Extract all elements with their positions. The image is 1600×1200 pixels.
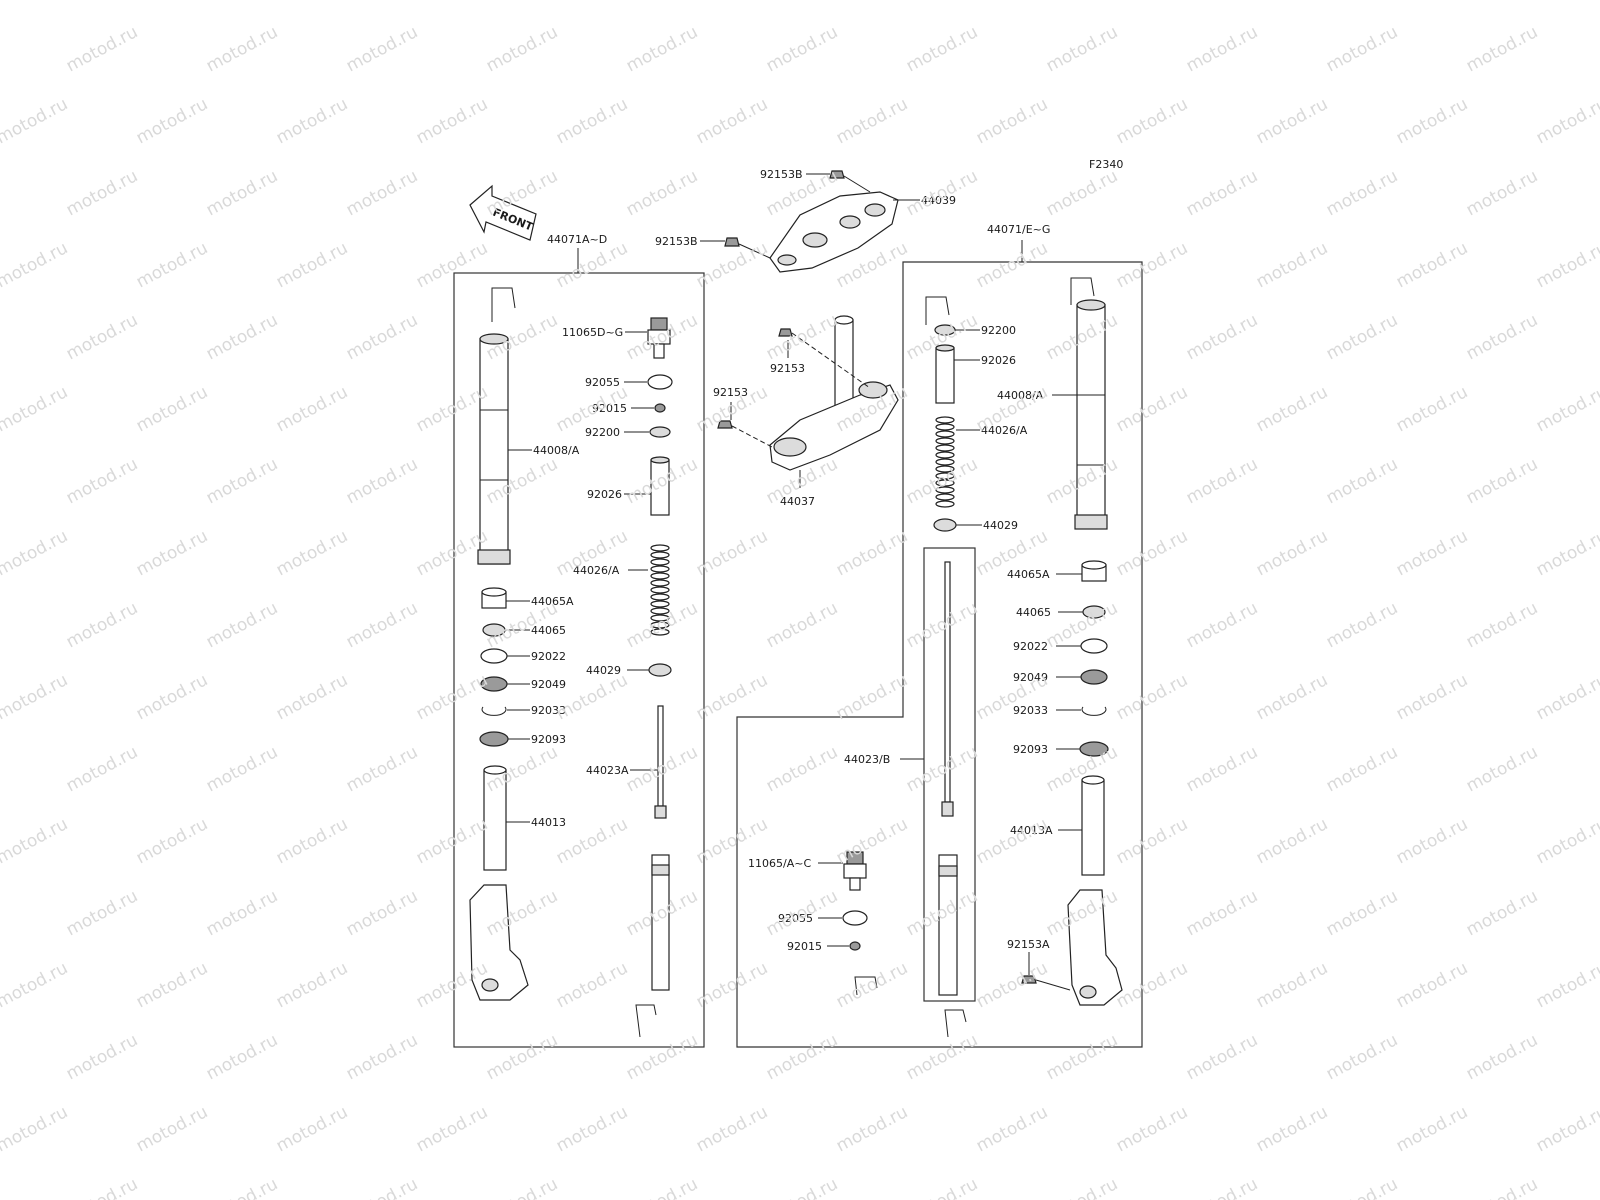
left-inner-tube-part	[469, 765, 529, 1001]
left-bushing-part	[482, 623, 506, 637]
callout-l-dust-seal: 92093	[531, 733, 566, 746]
callout-l-bushing-a: 44065A	[531, 595, 574, 608]
callout-r-rod: 44023/B	[844, 753, 890, 766]
callout-r-adjuster: 11065/A~C	[748, 857, 811, 870]
right-snap-ring-part	[1081, 706, 1107, 716]
callout-l-snap-ring: 92033	[531, 704, 566, 717]
right-fork-box	[736, 261, 1143, 1048]
left-nut-part	[654, 403, 666, 413]
callout-top-bracket-bolt-a: 92153B	[760, 168, 803, 181]
right-spring-part	[935, 416, 955, 508]
callout-l-washer-seal: 92022	[531, 650, 566, 663]
left-spring-part	[650, 544, 670, 636]
left-washer-part	[649, 426, 671, 438]
callout-r-washer: 92200	[981, 324, 1016, 337]
callout-r-nut: 92015	[787, 940, 822, 953]
callout-r-axle-bolt: 92153A	[1007, 938, 1050, 951]
right-dust-seal-part	[1079, 741, 1109, 757]
left-adjuster-part	[647, 317, 671, 359]
left-bushing-a-part	[481, 587, 507, 609]
stem-bolt-icon	[778, 328, 793, 337]
right-bushing-part	[1082, 605, 1106, 619]
right-nut-part	[849, 941, 861, 951]
top-bracket-bolt-icon	[829, 170, 845, 179]
callout-top-bracket-bolt-b: 92153B	[655, 235, 698, 248]
callout-l-oil-seal: 92049	[531, 678, 566, 691]
callout-stem-bolt: 92153	[770, 362, 805, 375]
steering-stem-part	[769, 315, 899, 471]
right-rod-part	[938, 561, 958, 996]
right-inner-tube-part	[1067, 775, 1123, 1006]
callout-r-washer-seal: 92022	[1013, 640, 1048, 653]
left-washer-seal-part	[480, 648, 508, 664]
callout-r-spring: 44026/A	[981, 424, 1028, 437]
callout-r-dust-seal: 92093	[1013, 743, 1048, 756]
right-washer-seal-part	[1080, 638, 1108, 654]
callout-l-outer-tube: 44008/A	[533, 444, 580, 457]
callout-r-bushing: 44065	[1016, 606, 1051, 619]
callout-l-spacer: 92026	[587, 488, 622, 501]
callout-r-bushing-a: 44065A	[1007, 568, 1050, 581]
right-oil-seal-part	[1080, 669, 1108, 685]
left-outer-tube-part	[477, 287, 516, 565]
left-spacer-part	[650, 456, 670, 516]
callout-l-inner-tube: 44013	[531, 816, 566, 829]
right-rod-box	[923, 547, 976, 1002]
callout-steering-stem: 44037	[780, 495, 815, 508]
callout-l-nut: 92015	[592, 402, 627, 415]
left-rod-part	[651, 705, 670, 991]
left-fork-group-label: 44071A~D	[547, 233, 607, 246]
right-axle-bolt-icon	[1021, 975, 1037, 984]
right-guide-part	[933, 518, 957, 532]
callout-l-rod: 44023A	[586, 764, 629, 777]
callout-l-guide: 44029	[586, 664, 621, 677]
top-bracket-bolt-icon	[724, 237, 740, 247]
right-adjuster-part	[843, 851, 867, 891]
callout-r-oring: 92055	[778, 912, 813, 925]
left-oil-seal-part	[480, 676, 508, 692]
callout-r-inner-tube: 44013A	[1010, 824, 1053, 837]
right-washer-part	[934, 324, 956, 336]
stem-side-bolt-icon	[717, 420, 733, 429]
callout-top-bracket: 44039	[921, 194, 956, 207]
callout-r-guide: 44029	[983, 519, 1018, 532]
right-outer-tube-part	[1070, 277, 1108, 530]
right-fork-group-label: 44071/E~G	[987, 223, 1050, 236]
callout-r-outer-tube: 44008/A	[997, 389, 1044, 402]
callout-r-spacer: 92026	[981, 354, 1016, 367]
callout-l-adjuster: 11065D~G	[562, 326, 623, 339]
front-arrow-icon: FRONT	[469, 184, 537, 241]
callout-r-oil-seal: 92049	[1013, 671, 1048, 684]
callout-l-spring: 44026/A	[573, 564, 620, 577]
left-oring-part	[647, 374, 673, 390]
right-spacer-part	[935, 344, 955, 404]
right-oring-part	[842, 910, 868, 926]
left-guide-part	[648, 663, 672, 677]
diagram-code: F2340	[1089, 158, 1123, 171]
left-fork-box	[453, 272, 705, 1048]
right-bushing-a-part	[1081, 560, 1107, 582]
left-snap-ring-part	[481, 706, 507, 716]
callout-r-snap-ring: 92033	[1013, 704, 1048, 717]
left-dust-seal-part	[479, 731, 509, 747]
callout-l-washer: 92200	[585, 426, 620, 439]
callout-stem-side-bolt: 92153	[713, 386, 748, 399]
top-bracket-part	[769, 191, 899, 273]
callout-l-bushing: 44065	[531, 624, 566, 637]
callout-l-oring: 92055	[585, 376, 620, 389]
